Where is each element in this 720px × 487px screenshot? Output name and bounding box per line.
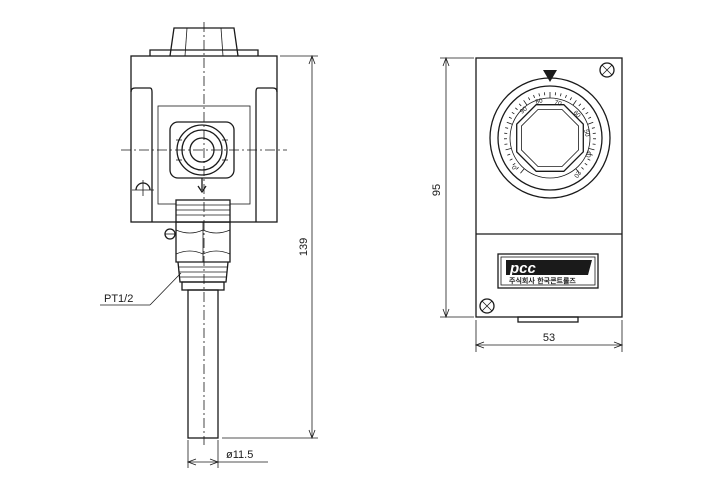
front-view: 90 80 70 60 50 40 20 0 pcc 주식회사 한국콘트롤즈 9… <box>431 56 624 352</box>
dial-tick <box>505 147 512 151</box>
thread-label: PT1/2 <box>104 293 133 305</box>
dial-tick <box>511 111 515 115</box>
side-probe <box>187 289 219 439</box>
dim-front-height <box>440 56 474 319</box>
screw-top-right <box>599 62 615 78</box>
scale-label-90: 90 <box>519 105 529 115</box>
dial-tick <box>584 162 588 166</box>
dial-tick <box>509 158 513 161</box>
dial-tick <box>585 111 589 115</box>
dial-tick <box>520 168 525 174</box>
thread-leader <box>100 272 182 306</box>
dial-ticks <box>504 92 596 174</box>
dial-tick <box>560 93 562 97</box>
dial-tick <box>523 100 528 106</box>
scale-label-40: 40 <box>584 150 592 159</box>
dial-tick <box>575 168 580 174</box>
scale-label-20: 20 <box>572 169 582 179</box>
dial-knob-outer <box>516 104 584 172</box>
side-fitting <box>164 199 231 291</box>
scale-label-70: 70 <box>553 99 562 108</box>
dial-knob-inner <box>521 109 579 168</box>
dial-tick <box>515 107 518 111</box>
scale-label-80: 80 <box>535 97 544 106</box>
dim-front-width <box>474 320 624 352</box>
dial-tick <box>507 153 511 156</box>
dim-probe-diameter-label: ø11.5 <box>226 449 253 461</box>
dial-tick <box>569 97 572 101</box>
side-gland <box>169 121 235 194</box>
dial-tick <box>581 167 584 170</box>
dim-overall-height <box>222 54 318 440</box>
side-view: 139 ø11.5 PT1/2 <box>100 22 318 468</box>
dial-tick <box>508 116 512 119</box>
dial-tick <box>512 162 516 166</box>
dial: 90 80 70 60 50 40 20 0 <box>489 70 611 199</box>
dial-tick <box>582 107 585 111</box>
scale-label-60: 60 <box>572 109 582 119</box>
dial-tick <box>528 97 531 101</box>
company-name: 주식회사 한국콘트롤즈 <box>509 276 576 285</box>
brand-text: pcc <box>509 260 537 277</box>
dim-overall-height-label: 139 <box>298 238 310 256</box>
dim-front-width-label: 53 <box>543 332 555 344</box>
dial-tick <box>587 158 591 161</box>
dial-tick <box>588 116 592 119</box>
dim-probe-diameter <box>186 440 268 468</box>
dial-tick <box>516 167 519 170</box>
dial-tick <box>538 93 540 97</box>
dial-tick <box>588 147 595 151</box>
scale-label-0: 0 <box>511 164 519 171</box>
scale-label-50: 50 <box>582 129 591 138</box>
nameplate: pcc 주식회사 한국콘트롤즈 <box>497 253 599 289</box>
dial-tick <box>591 127 595 129</box>
screw-bottom-left <box>479 298 495 314</box>
dial-tick <box>505 127 509 129</box>
dial-tick <box>533 94 535 98</box>
dial-tick <box>518 103 522 107</box>
dial-tick <box>587 121 594 125</box>
dial-tick <box>589 153 593 156</box>
brand-logo <box>506 260 592 275</box>
dim-front-height-label: 95 <box>431 184 443 196</box>
dial-tick <box>506 121 513 125</box>
front-housing <box>475 57 623 323</box>
dial-tick <box>565 94 567 98</box>
dial-tick <box>578 103 582 107</box>
dial-pointer-icon <box>543 70 557 82</box>
dial-tick <box>572 100 577 106</box>
